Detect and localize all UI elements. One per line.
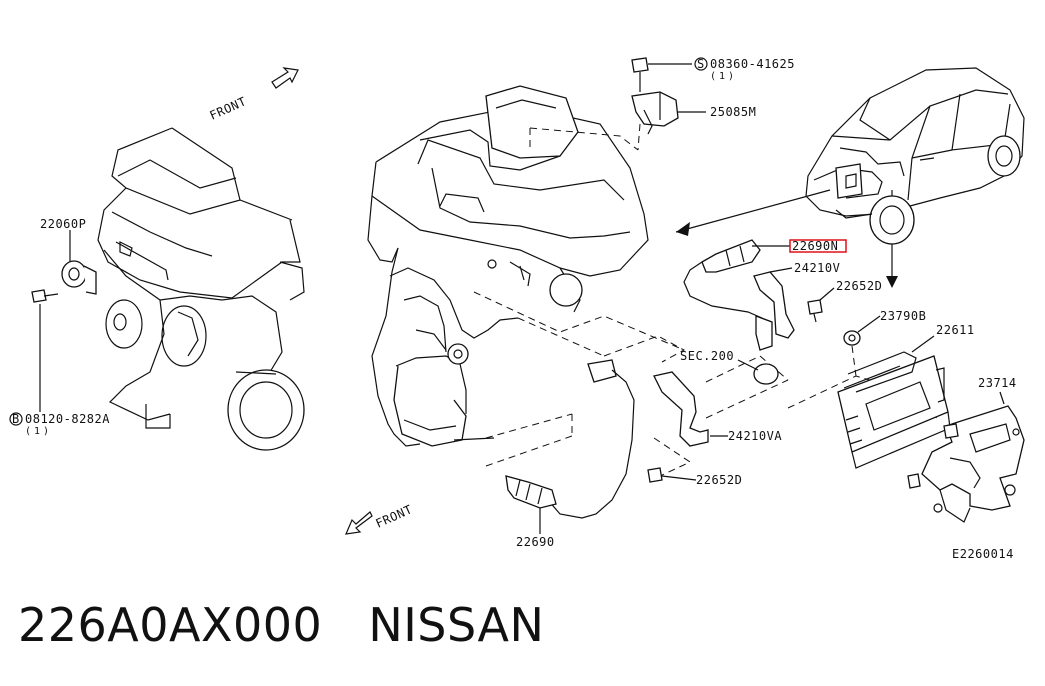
- ecu-bracket-23714[interactable]: [907, 391, 1025, 523]
- qty-bolt-top: (1): [710, 71, 737, 82]
- upper-o2-sensor[interactable]: [683, 239, 790, 385]
- label-22690[interactable]: 22690: [516, 535, 555, 549]
- label-22060p[interactable]: 22060P: [40, 217, 86, 231]
- bracket-24210va[interactable]: [653, 371, 728, 447]
- map-sensor[interactable]: [631, 91, 706, 135]
- top-bolt[interactable]: [631, 57, 692, 92]
- bolt-22652d-right[interactable]: [807, 287, 835, 323]
- bolt-top-prefix: S: [697, 57, 705, 71]
- diagram-code: E2260014: [952, 547, 1014, 561]
- highlight-box: [789, 239, 847, 253]
- car-illustration: [805, 67, 1025, 245]
- lower-o2-sensor[interactable]: [505, 359, 635, 534]
- label-22652d-bottom[interactable]: 22652D: [696, 473, 742, 487]
- front-label-top: FRONT: [208, 94, 249, 122]
- label-sec-200[interactable]: SEC.200: [680, 349, 734, 363]
- bolt-22652d-bottom[interactable]: [647, 467, 697, 483]
- label-22652d-right[interactable]: 22652D: [836, 279, 882, 293]
- label-23790b[interactable]: 23790B: [880, 309, 926, 323]
- front-arrow-top: [271, 67, 299, 89]
- label-22690n[interactable]: 22690N: [792, 239, 838, 253]
- label-24210v[interactable]: 24210V: [794, 261, 840, 275]
- knock-sensor[interactable]: [61, 260, 97, 295]
- bolt-left-prefix: B: [12, 412, 20, 426]
- left-engine-block: [31, 127, 305, 451]
- label-22611[interactable]: 22611: [936, 323, 975, 337]
- front-arrow-bottom: [345, 511, 373, 535]
- grommet-23790b[interactable]: [843, 315, 881, 346]
- front-label-bottom: FRONT: [374, 502, 415, 530]
- label-24210va[interactable]: 24210VA: [728, 429, 782, 443]
- label-23714[interactable]: 23714: [978, 376, 1017, 390]
- bracket-24210v[interactable]: [753, 267, 795, 339]
- part-number: 226A0AX000: [18, 598, 323, 652]
- ecu-22611[interactable]: [837, 335, 951, 469]
- qty-bolt-left: (1): [25, 426, 52, 437]
- label-08360-41625[interactable]: 08360-41625: [710, 57, 795, 71]
- label-25085m[interactable]: 25085M: [710, 105, 756, 119]
- label-08120-8282a[interactable]: 08120-8282A: [25, 412, 110, 426]
- part-caption: 226A0AX000 NISSAN: [18, 598, 544, 668]
- left-bolt[interactable]: [31, 289, 59, 303]
- parts-diagram: FRONT FRONT S 08360-41625 (1) 25085M 226…: [9, 57, 1025, 561]
- center-engine: [367, 85, 649, 447]
- brand-name: NISSAN: [368, 598, 545, 652]
